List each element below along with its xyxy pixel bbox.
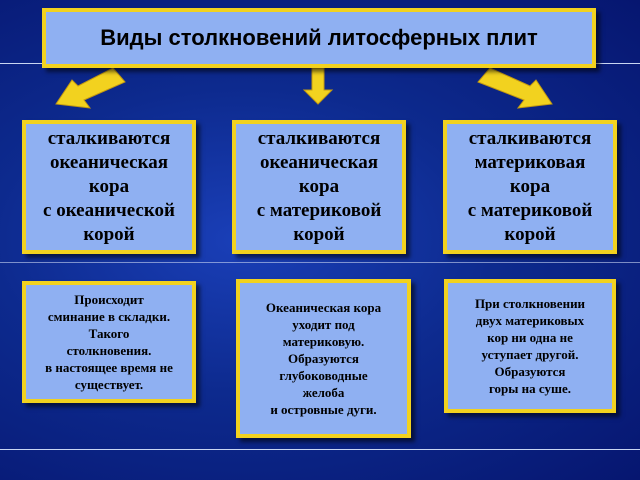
arrow-down-icon bbox=[302, 67, 334, 105]
page-title: Виды столкновений литосферных плит bbox=[42, 8, 596, 68]
arrow-right-icon bbox=[477, 67, 553, 109]
collision-description-continental-continental: При столкновении двух материковых кор ни… bbox=[444, 279, 616, 413]
collision-description-oceanic-continental: Океаническая кора уходит под материковую… bbox=[236, 279, 411, 438]
collision-type-heading: сталкиваются материковая кора с материко… bbox=[467, 128, 593, 245]
page-title-text: Виды столкновений литосферных плит bbox=[100, 25, 538, 50]
collision-type-heading: сталкиваются океаническая кора с материк… bbox=[256, 128, 382, 245]
collision-type-heading: сталкиваются океаническая кора с океанич… bbox=[43, 128, 175, 245]
collision-description-text: При столкновении двух материковых кор ни… bbox=[474, 296, 586, 396]
arrow-left-icon bbox=[55, 67, 126, 109]
collision-type-oceanic-continental: сталкиваются океаническая кора с материк… bbox=[232, 120, 406, 254]
collision-description-text: Происходит сминание в складки. Такого ст… bbox=[45, 292, 173, 392]
collision-type-continental-continental: сталкиваются материковая кора с материко… bbox=[443, 120, 617, 254]
divider-bottom bbox=[0, 449, 640, 450]
collision-type-oceanic-oceanic: сталкиваются океаническая кора с океанич… bbox=[22, 120, 196, 254]
collision-description-text: Океаническая кора уходит под материковую… bbox=[265, 300, 382, 417]
collision-description-oceanic-oceanic: Происходит сминание в складки. Такого ст… bbox=[22, 281, 196, 403]
divider-middle bbox=[0, 262, 640, 263]
